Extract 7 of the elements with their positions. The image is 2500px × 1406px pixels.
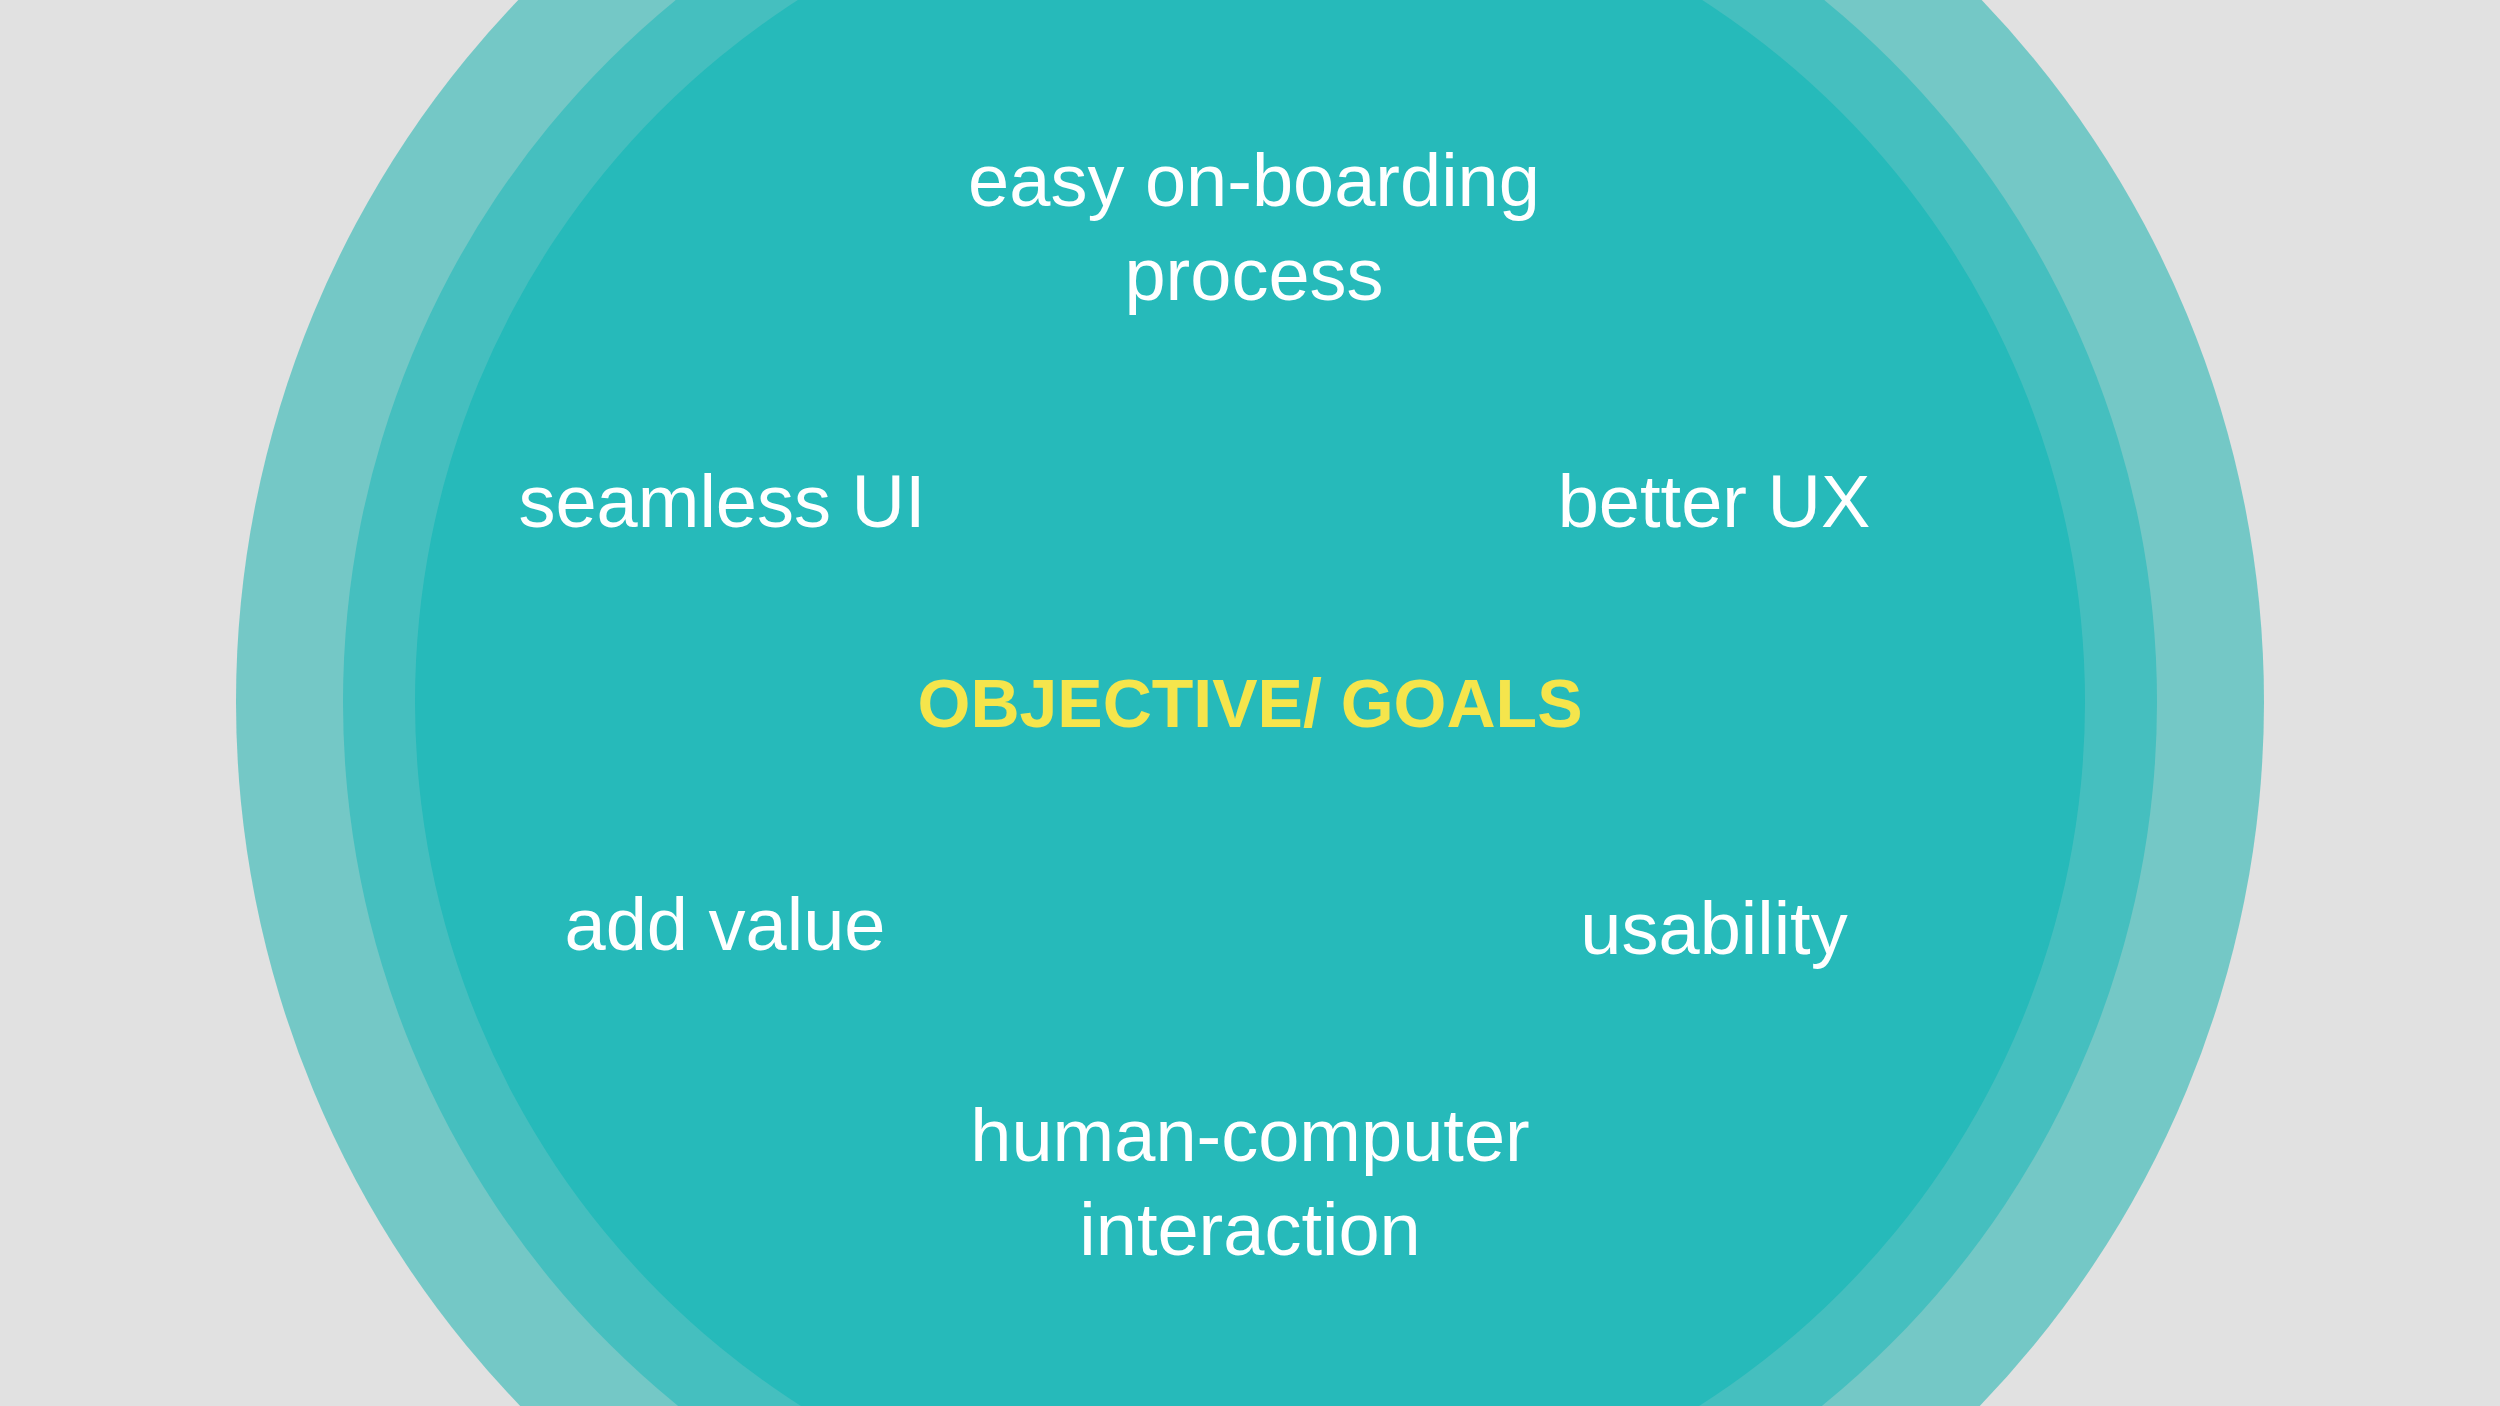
goal-text: human-computer interaction [969,1093,1531,1273]
goal-text: seamless UI [518,459,926,545]
goal-text: easy on-boarding process [967,138,1541,318]
goal-text: usability [1580,886,1848,972]
goal-text: add value [564,882,886,968]
goal-text: better UX [1557,459,1871,545]
heading: OBJECTIVE/ GOALS [917,664,1583,743]
